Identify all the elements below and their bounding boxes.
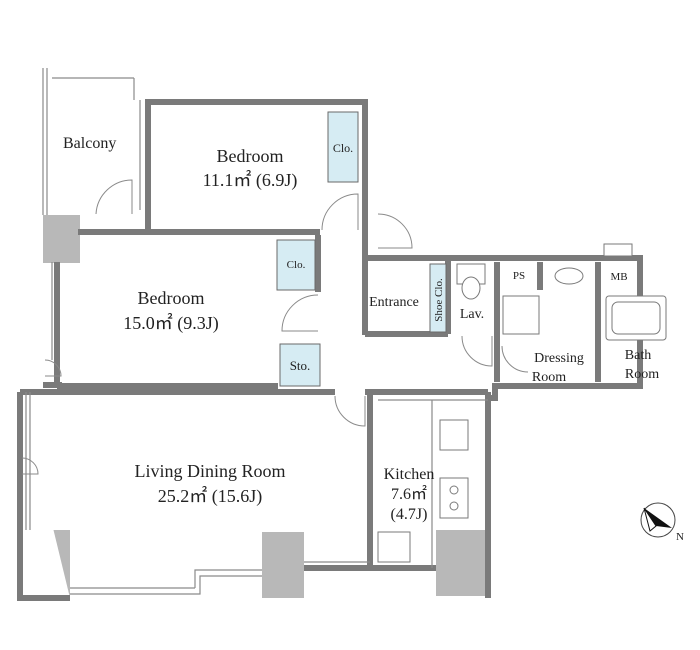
fixtures <box>377 243 667 568</box>
storage-label: Sto. <box>290 358 311 373</box>
compass-north-label: N <box>676 531 684 543</box>
bedroom2-closet-label: Clo. <box>287 259 306 271</box>
bath-room-label-1: Bath <box>625 348 651 363</box>
pipe-space-label: PS <box>513 270 525 282</box>
balcony-label: Balcony <box>63 135 116 152</box>
doors <box>21 179 529 475</box>
bedroom2-label: Bedroom <box>138 288 205 308</box>
bedroom1-area: 11.1㎡ (6.9J) <box>203 169 298 191</box>
kitchen-area: 7.6㎡ <box>391 485 427 503</box>
meter-box-label: MB <box>610 271 627 283</box>
closet-bedroom1 <box>327 111 359 183</box>
compass-icon: N <box>640 502 684 543</box>
bath-room-label-2: Room <box>625 367 659 382</box>
shoe-closet-label: Shoe Clo. <box>433 278 445 322</box>
windows <box>25 68 370 595</box>
bedroom1-closet-label: Clo. <box>333 141 353 155</box>
kitchen-label: Kitchen <box>384 466 435 483</box>
storage <box>279 343 321 387</box>
dressing-room-label-2: Room <box>532 370 566 385</box>
column-left <box>43 215 80 263</box>
column-bottom-right <box>436 530 488 596</box>
column-bottom-middle <box>262 532 304 598</box>
bedroom2-area: 15.0㎡ (9.3J) <box>123 312 219 334</box>
bedroom1-label: Bedroom <box>217 146 284 166</box>
dressing-room-label-1: Dressing <box>534 351 584 366</box>
entrance-label: Entrance <box>369 295 419 310</box>
living-dining-area: 25.2㎡ (15.6J) <box>158 485 263 507</box>
lavatory-label: Lav. <box>460 307 484 322</box>
kitchen-area-j: (4.7J) <box>391 506 428 523</box>
shoe-closet <box>429 263 447 333</box>
living-dining-label: Living Dining Room <box>134 461 285 481</box>
closet-bedroom2 <box>276 239 316 291</box>
